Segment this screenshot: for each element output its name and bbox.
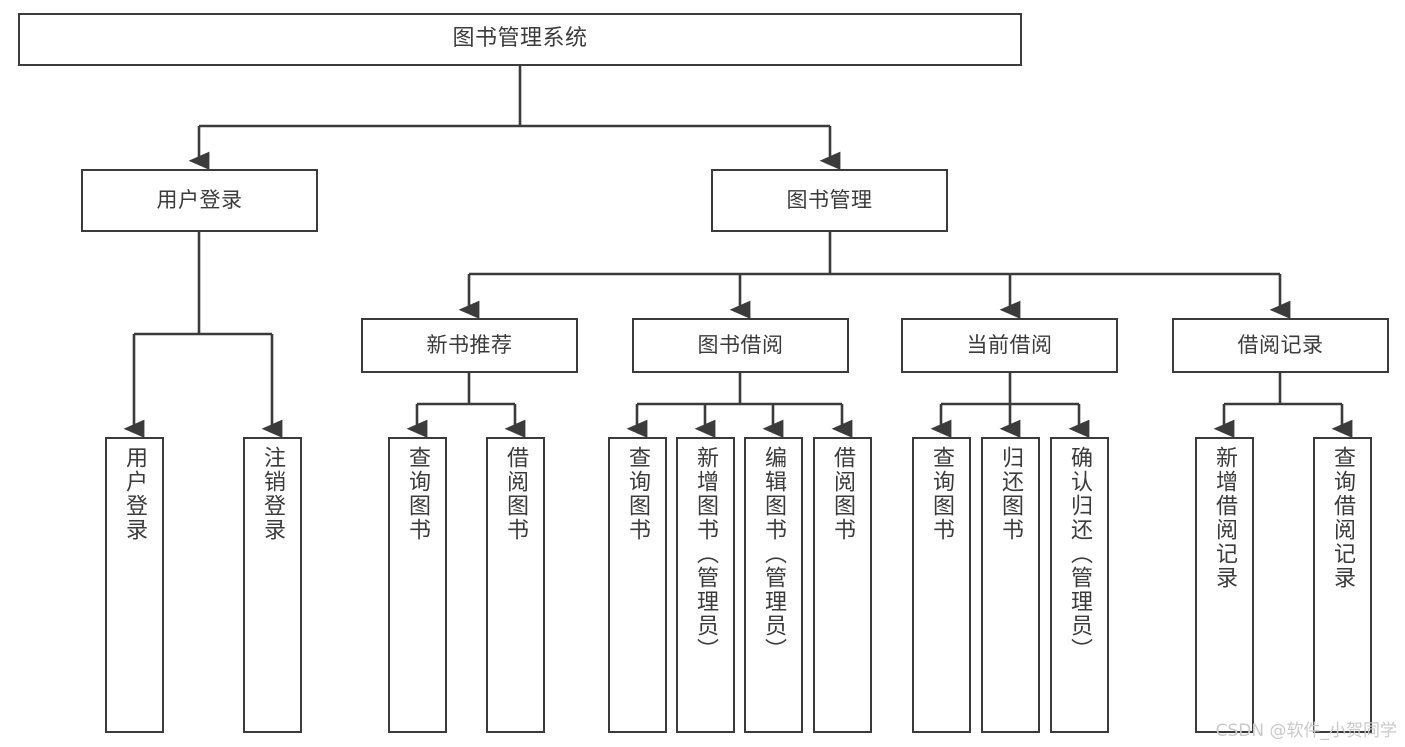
node-label: 当前借阅 bbox=[966, 332, 1053, 357]
node-label: 借阅记录 bbox=[1237, 332, 1324, 357]
node-leaf-borrow-book-1[interactable]: 借阅图书 bbox=[486, 437, 545, 733]
node-leaf-query-book-3[interactable]: 查询图书 bbox=[912, 437, 971, 733]
node-borrow-record[interactable]: 借阅记录 bbox=[1172, 318, 1389, 373]
node-label: 查询借阅记录 bbox=[1330, 446, 1356, 590]
node-new-book-recommend[interactable]: 新书推荐 bbox=[361, 318, 578, 373]
node-leaf-query-record[interactable]: 查询借阅记录 bbox=[1313, 437, 1372, 733]
node-leaf-query-book-2[interactable]: 查询图书 bbox=[608, 437, 667, 733]
node-label: 借阅图书 bbox=[503, 446, 529, 542]
node-label: 用户登录 bbox=[122, 446, 148, 542]
node-label: 新增借阅记录 bbox=[1212, 446, 1238, 590]
node-leaf-borrow-book-2[interactable]: 借阅图书 bbox=[813, 437, 872, 733]
node-label: 借阅图书 bbox=[830, 446, 856, 542]
node-user-login[interactable]: 用户登录 bbox=[81, 169, 318, 232]
node-label: 编辑图书（管理员） bbox=[761, 446, 787, 662]
node-leaf-user-login[interactable]: 用户登录 bbox=[105, 437, 164, 733]
node-label: 图书借阅 bbox=[697, 332, 784, 357]
node-book-management[interactable]: 图书管理 bbox=[711, 169, 948, 232]
node-label: 图书管理系统 bbox=[452, 26, 588, 52]
node-book-borrow[interactable]: 图书借阅 bbox=[632, 318, 849, 373]
node-leaf-add-book[interactable]: 新增图书（管理员） bbox=[676, 437, 735, 733]
node-leaf-confirm-return[interactable]: 确认归还（管理员） bbox=[1050, 437, 1109, 733]
node-label: 归还图书 bbox=[998, 446, 1024, 542]
node-leaf-query-book-1[interactable]: 查询图书 bbox=[388, 437, 447, 733]
node-label: 新书推荐 bbox=[426, 332, 513, 357]
node-label: 图书管理 bbox=[786, 187, 873, 212]
node-label: 用户登录 bbox=[156, 187, 243, 212]
node-label: 查询图书 bbox=[929, 446, 955, 542]
node-label: 确认归还（管理员） bbox=[1067, 446, 1093, 662]
node-leaf-add-record[interactable]: 新增借阅记录 bbox=[1195, 437, 1254, 733]
node-label: 新增图书（管理员） bbox=[693, 446, 719, 662]
node-label: 查询图书 bbox=[625, 446, 651, 542]
node-label: 查询图书 bbox=[405, 446, 431, 542]
node-current-borrow[interactable]: 当前借阅 bbox=[901, 318, 1118, 373]
node-leaf-logout[interactable]: 注销登录 bbox=[243, 437, 302, 733]
node-leaf-return-book[interactable]: 归还图书 bbox=[981, 437, 1040, 733]
csdn-watermark: CSDN @软件_小贺同学 bbox=[1215, 721, 1397, 741]
node-root-system[interactable]: 图书管理系统 bbox=[18, 13, 1022, 66]
node-leaf-edit-book[interactable]: 编辑图书（管理员） bbox=[744, 437, 803, 733]
node-label: 注销登录 bbox=[260, 446, 286, 542]
